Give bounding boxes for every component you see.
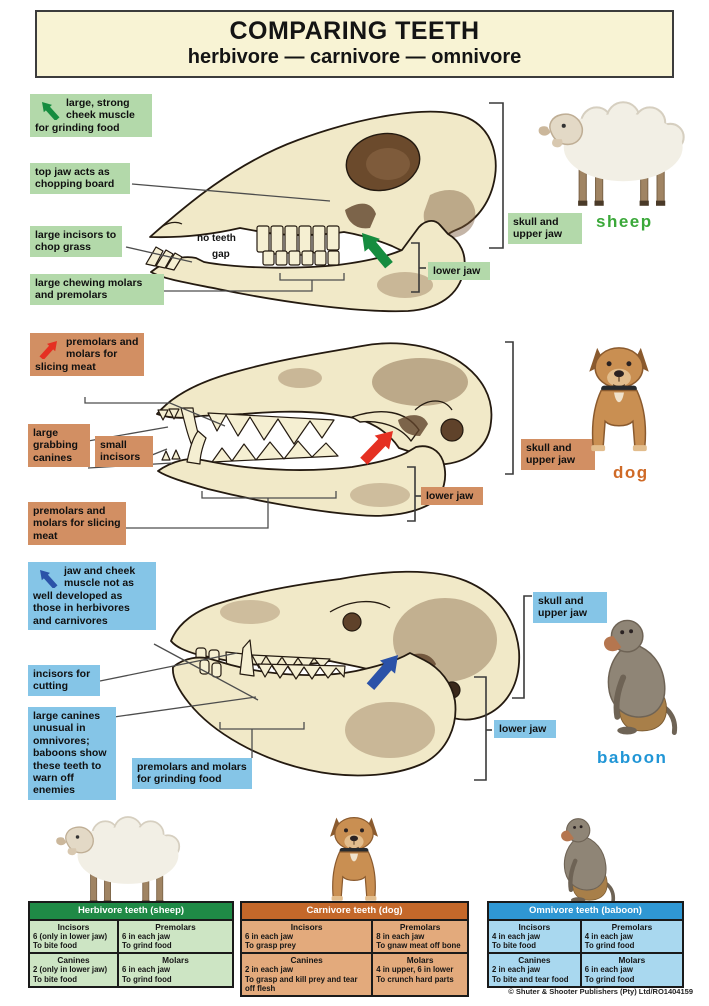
table-cell-canines: Canines 2 in each jaw To grasp and kill … bbox=[242, 954, 374, 995]
label-gap: gap bbox=[212, 249, 230, 260]
poster-subtitle: herbivore — carnivore — omnivore bbox=[187, 46, 522, 68]
leader-lines bbox=[84, 183, 345, 758]
callout-slicing-top-text: premolars and molars for slicing meat bbox=[35, 336, 139, 373]
callout-cheek-muscle: large, strong cheek muscle for grinding … bbox=[30, 94, 152, 138]
sheep-photo-bottom bbox=[48, 810, 194, 915]
callout-jaw-cheek-muscle-text: jaw and cheek muscle not as well develop… bbox=[33, 565, 136, 627]
green-arrow-icon bbox=[37, 98, 62, 120]
title-box: COMPARING TEETH herbivore — carnivore — … bbox=[35, 10, 674, 78]
callout-slicing-top: premolars and molars for slicing meat bbox=[30, 333, 144, 377]
omnivore-table-title: Omnivore teeth (baboon) bbox=[489, 903, 682, 921]
label-baboon-skull-upper-jaw: skull and upper jaw bbox=[533, 592, 607, 623]
table-cell-premolars: Premolars 8 in each jaw To gnaw meat off… bbox=[373, 921, 467, 955]
callout-slicing-bottom: premolars and molars for slicing meat bbox=[28, 502, 126, 546]
dog-photo bbox=[558, 336, 680, 465]
table-cell-molars: Molars 6 in each jaw To grind food bbox=[581, 954, 682, 986]
callout-chewing-molars: large chewing molars and premolars bbox=[30, 274, 164, 305]
callout-small-incisors: small incisors bbox=[95, 436, 153, 467]
red-arrow-icon bbox=[356, 424, 401, 469]
dog-caption: dog bbox=[613, 463, 649, 482]
brackets bbox=[407, 102, 532, 781]
label-sheep-skull-upper-jaw: skull and upper jaw bbox=[508, 213, 582, 244]
table-cell-canines: Canines 2 (only in lower jaw) To bite fo… bbox=[30, 954, 119, 986]
carnivore-table: Carnivore teeth (dog) Incisors 6 in each… bbox=[240, 901, 469, 997]
table-cell-incisors: Incisors 6 (only in lower jaw) To bite f… bbox=[30, 921, 119, 955]
herbivore-table: Herbivore teeth (sheep) Incisors 6 (only… bbox=[28, 901, 234, 988]
omnivore-table: Omnivore teeth (baboon) Incisors 4 in ea… bbox=[487, 901, 684, 988]
baboon-skull bbox=[170, 570, 521, 777]
baboon-caption: baboon bbox=[597, 748, 668, 767]
callout-cheek-muscle-text: large, strong cheek muscle for grinding … bbox=[35, 97, 135, 134]
copyright-text: © Shuter & Shooter Publishers (Pty) Ltd/… bbox=[508, 987, 693, 996]
callout-incisors-cutting: incisors for cutting bbox=[28, 665, 100, 696]
blue-arrow-icon bbox=[35, 566, 60, 588]
label-dog-skull-upper-jaw: skull and upper jaw bbox=[521, 439, 595, 470]
label-no-teeth: no teeth bbox=[197, 233, 236, 244]
callout-top-jaw: top jaw acts as chopping board bbox=[30, 163, 130, 194]
red-arrow-icon bbox=[37, 337, 62, 359]
label-dog-lower-jaw: lower jaw bbox=[421, 487, 483, 506]
sheep-skull bbox=[145, 110, 497, 313]
poster-title: COMPARING TEETH bbox=[229, 17, 480, 45]
callout-large-canines: large canines unusual in omnivores; babo… bbox=[28, 707, 116, 800]
table-cell-molars: Molars 4 in upper, 6 in lower To crunch … bbox=[373, 954, 467, 995]
callout-jaw-cheek-muscle: jaw and cheek muscle not as well develop… bbox=[28, 562, 156, 630]
callout-grinding-molars: premolars and molars for grinding food bbox=[132, 758, 252, 789]
dog-photo-bottom bbox=[302, 808, 406, 913]
table-cell-incisors: Incisors 4 in each jaw To bite food bbox=[489, 921, 582, 955]
blue-arrow-icon bbox=[362, 648, 406, 694]
table-cell-premolars: Premolars 6 in each jaw To grind food bbox=[118, 921, 232, 955]
sheep-caption: sheep bbox=[596, 212, 653, 231]
table-cell-premolars: Premolars 4 in each jaw To grind food bbox=[581, 921, 682, 955]
callout-grabbing-canines: large grabbing canines bbox=[28, 424, 90, 468]
carnivore-table-title: Carnivore teeth (dog) bbox=[242, 903, 467, 921]
baboon-photo bbox=[576, 608, 694, 747]
table-cell-molars: Molars 6 in each jaw To grind food bbox=[118, 954, 232, 986]
sheep-photo bbox=[533, 94, 697, 217]
label-sheep-lower-jaw: lower jaw bbox=[428, 262, 490, 281]
table-cell-canines: Canines 2 in each jaw To bite and tear f… bbox=[489, 954, 582, 986]
baboon-photo-bottom bbox=[534, 810, 634, 913]
callout-large-incisors: large incisors to chop grass bbox=[30, 226, 122, 257]
herbivore-table-title: Herbivore teeth (sheep) bbox=[30, 903, 232, 921]
label-baboon-lower-jaw: lower jaw bbox=[494, 720, 556, 739]
green-arrow-icon bbox=[354, 226, 397, 272]
table-cell-incisors: Incisors 6 in each jaw To grasp prey bbox=[242, 921, 374, 955]
